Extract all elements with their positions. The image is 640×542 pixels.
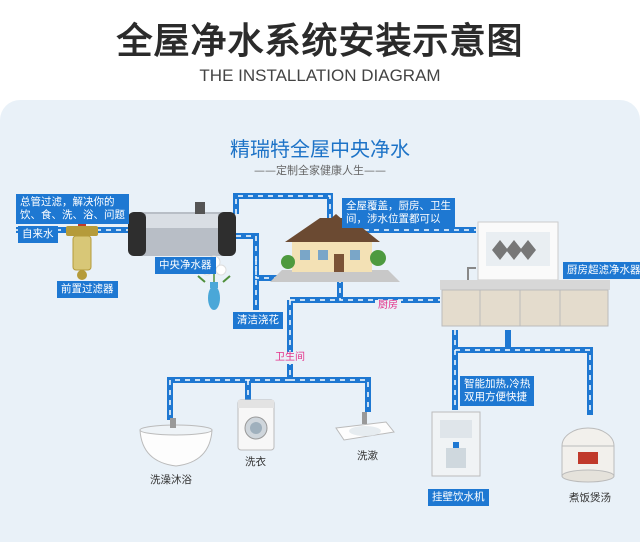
page-title: 全屋净水系统安装示意图: [116, 21, 524, 62]
prefilter-drawing: [66, 218, 98, 280]
garden-label: 清洁浇花: [233, 312, 283, 329]
prefilter-label: 前置过滤器: [57, 281, 118, 298]
water-dispenser-drawing: [431, 411, 481, 477]
pipe-to-wash: [290, 377, 371, 412]
wash-basin-drawing: [335, 412, 395, 441]
brand-slogan: ——定制全家健康人生——: [254, 164, 386, 177]
washing-machine-drawing: [237, 399, 275, 451]
inlet-note-line-2: 饮、食、洗、浴、问题: [20, 209, 125, 221]
kitchen-cabinet-drawing: [440, 221, 610, 327]
pipe-top-loop: [233, 193, 333, 214]
coverage-note-line-2: 间，涉水位置都可以: [346, 213, 441, 225]
brand-name: 精瑞特全屋中央净水: [230, 137, 410, 161]
central-purifier-label: 中央净水器: [155, 257, 216, 274]
house-drawing: [270, 214, 400, 282]
heating-note-line-1: 智能加热,冷热: [464, 378, 531, 390]
bath-caption: 洗澡沐浴: [150, 474, 192, 486]
inlet-label: 自来水: [18, 226, 58, 243]
coverage-note-line-1: 全屋覆盖，厨房、卫生: [346, 200, 451, 212]
bathtub-drawing: [139, 418, 213, 467]
bathroom-tag: 卫生间: [272, 352, 308, 364]
coverage-note-box: 全屋覆盖，厨房、卫生 间，涉水位置都可以: [342, 198, 455, 228]
wash-caption: 洗漱: [357, 450, 378, 462]
rice-cooker-drawing: [561, 427, 615, 483]
header: [0, 0, 640, 100]
kitchen-tag: 厨房: [375, 300, 401, 312]
heating-note-line-2: 双用方便快捷: [464, 391, 527, 403]
inlet-note-box: 总管过滤，解决你的 饮、食、洗、浴、问题: [16, 194, 129, 224]
kitchen-filter-label: 厨房超滤净水器: [563, 262, 640, 279]
laundry-caption: 洗衣: [245, 456, 266, 468]
page-subtitle: THE INSTALLATION DIAGRAM: [199, 66, 441, 85]
central-purifier-drawing: [128, 202, 236, 256]
cooking-caption: 煮饭煲汤: [569, 492, 611, 504]
inlet-note-line-1: 总管过滤，解决你的: [20, 196, 115, 208]
heating-note-box: 智能加热,冷热 双用方便快捷: [460, 376, 535, 406]
wall-dispenser-label: 挂壁饮水机: [428, 489, 489, 506]
